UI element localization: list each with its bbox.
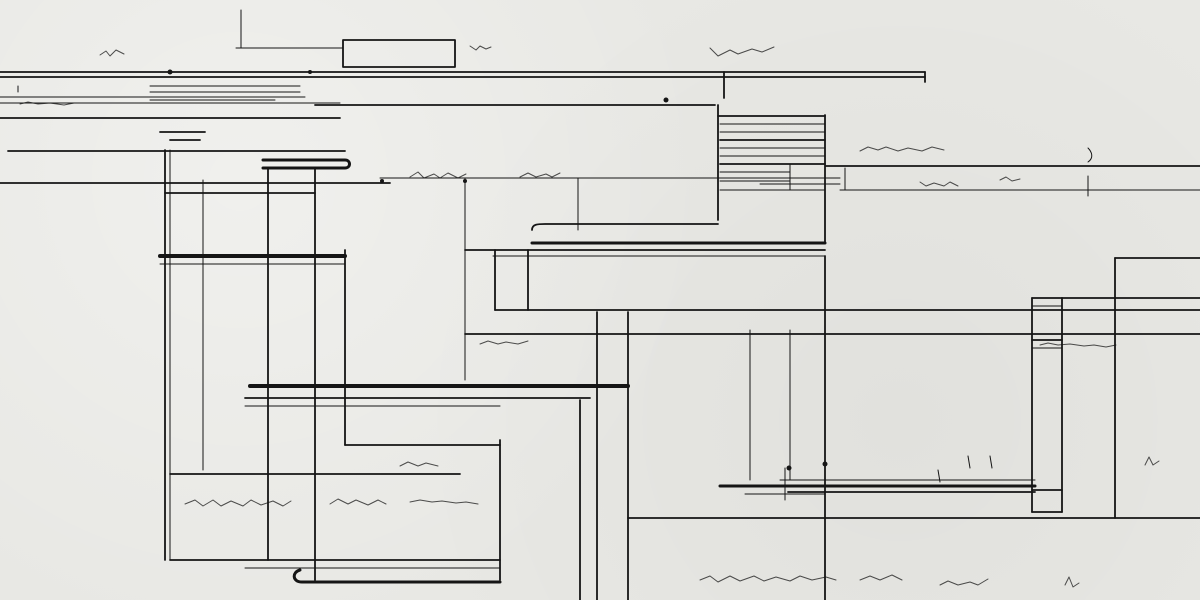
top-rail	[0, 9, 926, 99]
central-stair-block	[464, 104, 827, 381]
left-tower	[158, 149, 502, 584]
right-extension	[825, 165, 1200, 197]
lower-middle-box	[627, 461, 1200, 519]
tick-marks	[167, 69, 1093, 483]
right-column	[1031, 257, 1200, 519]
middle-bars	[244, 249, 1200, 600]
upper-left-strips	[0, 85, 841, 185]
illegible-annotations	[19, 45, 1160, 588]
